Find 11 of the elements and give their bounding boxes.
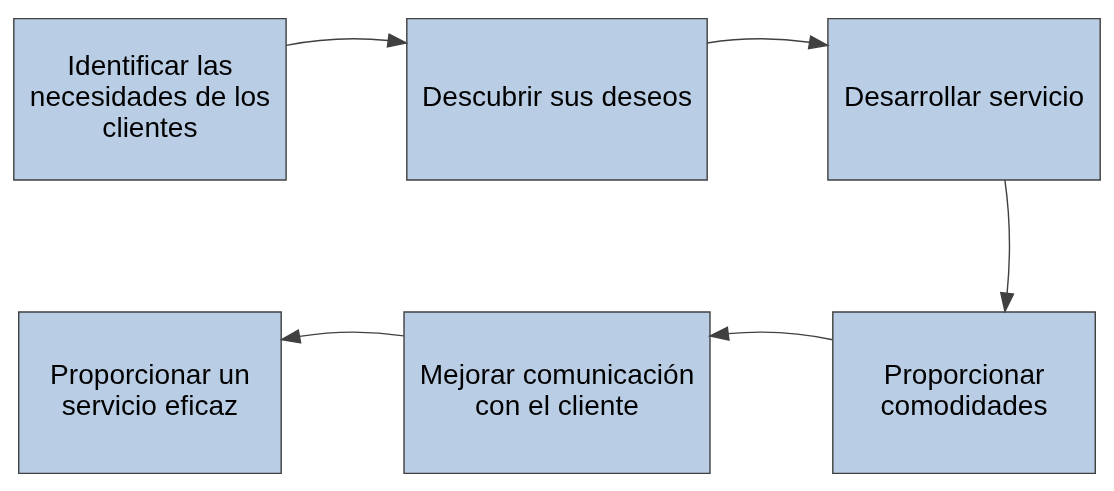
- node-box: Descubrir sus deseos: [406, 17, 708, 181]
- node-box: Mejorar comunicación con el cliente: [403, 310, 711, 474]
- node-box: Proporcionar un servicio eficaz: [18, 310, 282, 474]
- arrow: [279, 328, 405, 344]
- node-box: Identificar las necesidades de los clientes: [13, 17, 287, 181]
- node-box: Desarrollar servicio: [827, 17, 1101, 181]
- arrow: [706, 34, 830, 49]
- arrow: [285, 32, 409, 48]
- arrow: [999, 178, 1015, 314]
- arrow: [707, 325, 834, 341]
- node-box: Proporcionar comodidades: [832, 310, 1096, 474]
